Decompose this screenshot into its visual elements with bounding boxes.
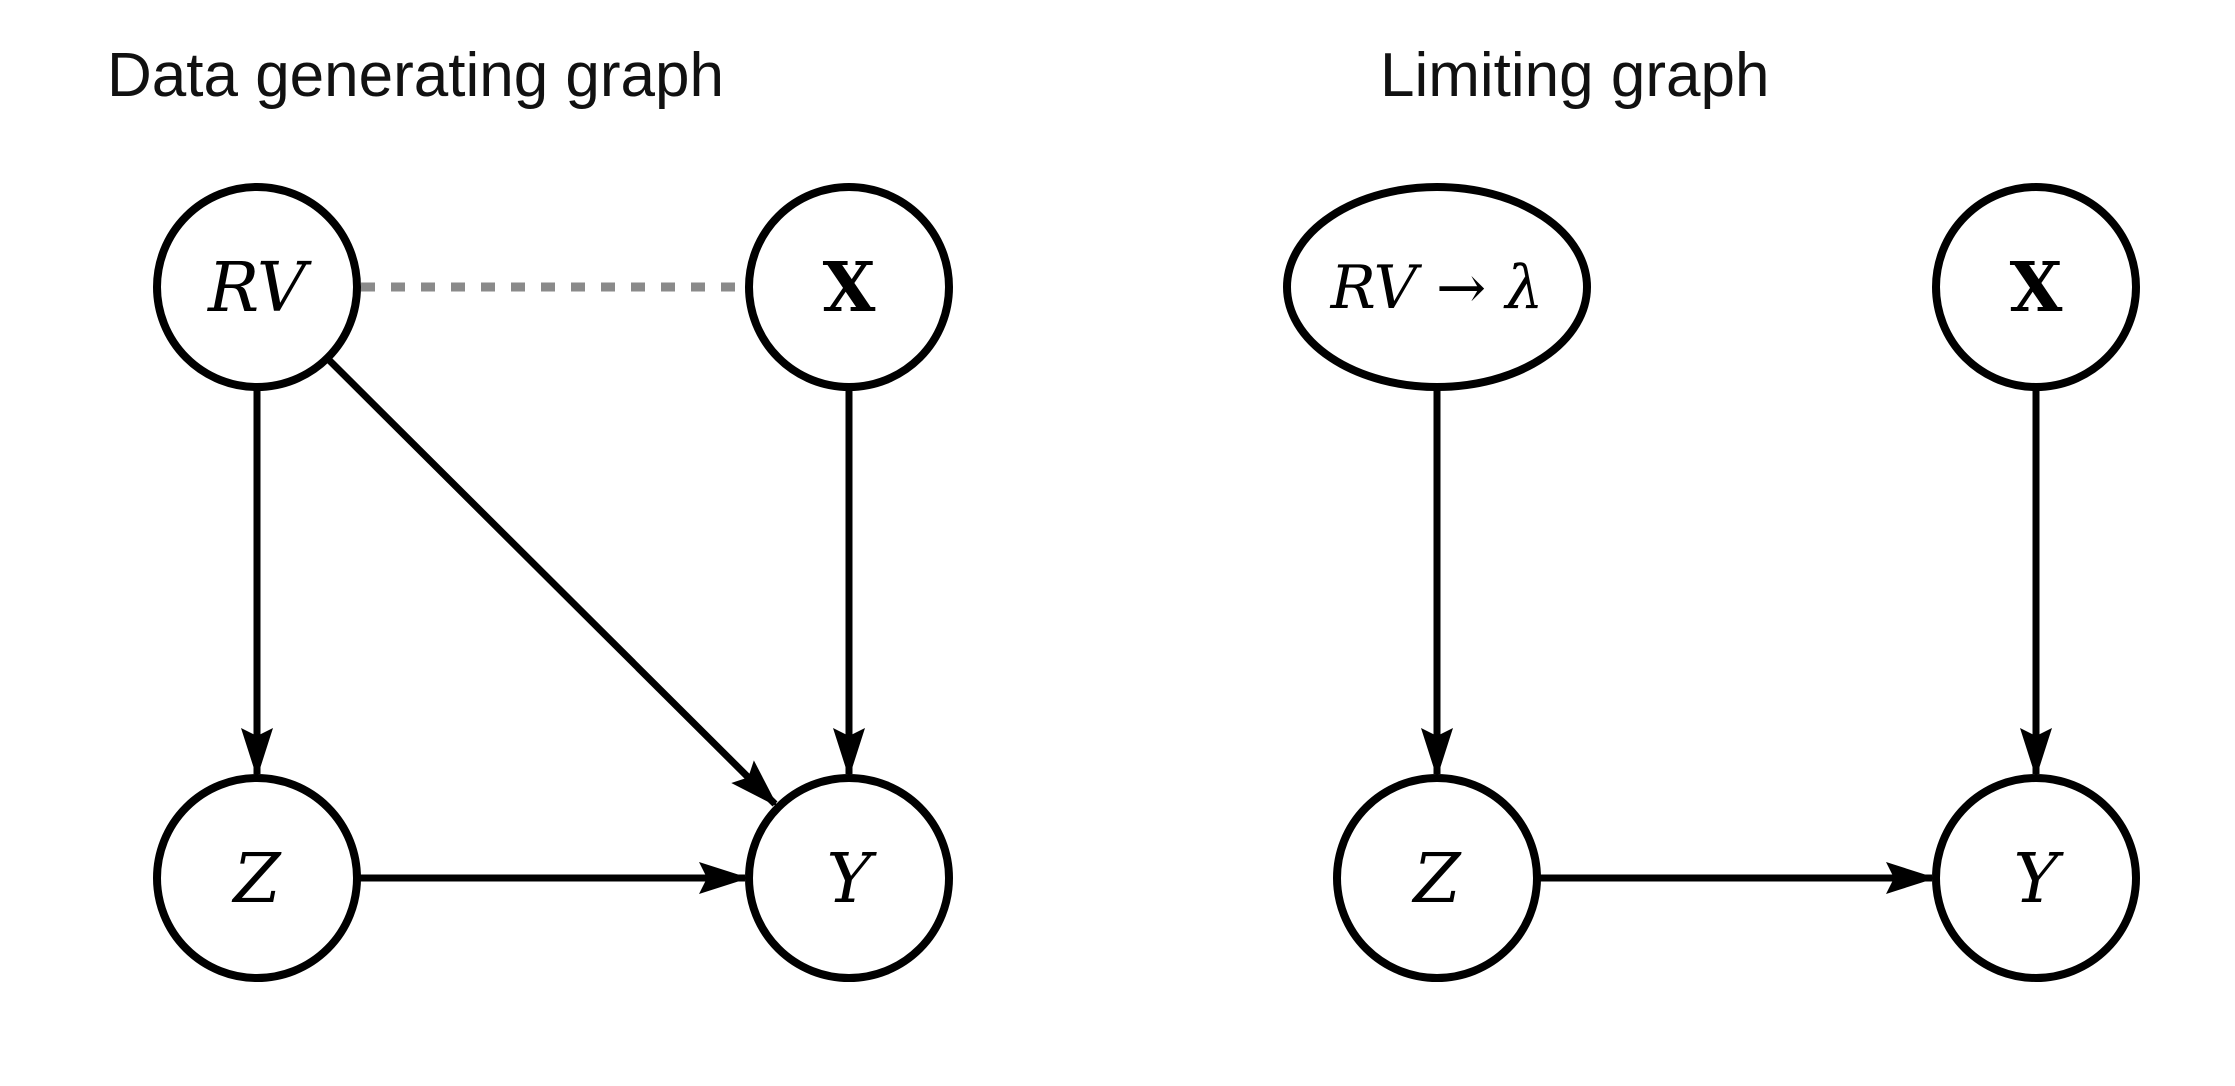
node-y-shape — [745, 774, 953, 982]
node-rv-lambda-label: RV → λ — [1330, 253, 1544, 323]
node-z-shape — [153, 774, 361, 982]
node-y-label: Y — [827, 840, 878, 919]
node-x-label: X — [823, 248, 876, 328]
node-y2-shape — [1932, 774, 2140, 982]
right-graph-title: Limiting graph — [1380, 41, 1769, 110]
node-x-shape — [745, 183, 953, 391]
node-z: Z — [153, 774, 361, 982]
node-x2-label: X — [2010, 248, 2063, 328]
node-x2-shape — [1932, 183, 2140, 391]
node-rv-lambda: RV → λ — [1283, 183, 1591, 391]
edge-x2-y2-arrowhead — [2020, 728, 2052, 778]
node-z-label: Z — [231, 840, 282, 919]
limiting-graph: Limiting graph RV → λ X Z Y — [1283, 41, 2140, 982]
node-rv-lambda-shape — [1283, 183, 1591, 391]
node-rv-label: RV — [206, 249, 312, 328]
edge-x-y-arrowhead — [833, 728, 865, 778]
node-z2-label: Z — [1411, 840, 1462, 919]
node-y2: Y — [1932, 774, 2140, 982]
node-rv-shape — [153, 183, 361, 391]
edge-rv-z-arrowhead — [241, 728, 273, 778]
node-z2: Z — [1333, 774, 1541, 982]
edge-z-y-arrowhead — [699, 862, 749, 894]
node-x2: X — [1932, 183, 2140, 391]
edge-rvlambda-z-arrowhead — [1421, 728, 1453, 778]
edge-rv-y-arrowhead — [731, 760, 778, 807]
node-x: X — [745, 183, 953, 391]
data-generating-graph: Data generating graph RV X Z Y — [107, 41, 953, 982]
edge-rv-y — [325, 356, 778, 807]
node-y: Y — [745, 774, 953, 982]
node-y2-label: Y — [2014, 840, 2065, 919]
left-graph-title: Data generating graph — [107, 41, 724, 110]
node-rv: RV — [153, 183, 361, 391]
node-z2-shape — [1333, 774, 1541, 982]
edge-z2-y2-arrowhead — [1886, 862, 1936, 894]
